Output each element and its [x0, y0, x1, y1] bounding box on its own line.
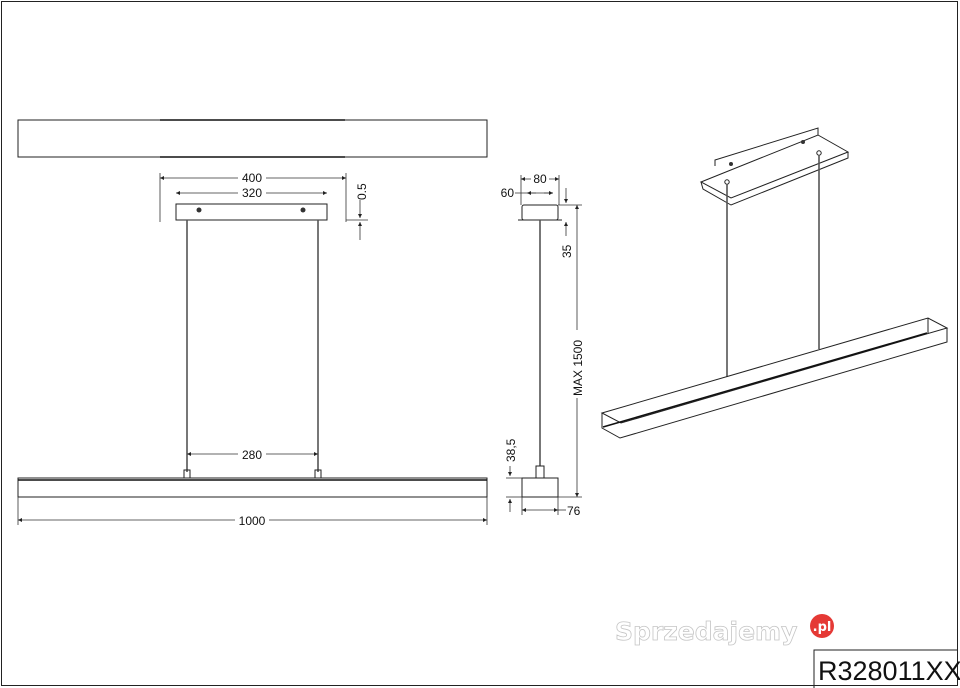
dim-canopy-length: 400 [242, 171, 262, 185]
dim-max-height: MAX 1500 [571, 340, 585, 396]
dim-cord-spacing: 280 [242, 448, 262, 462]
svg-text:Sprzedajemy: Sprzedajemy [615, 617, 797, 646]
dim-canopy-inner: 60 [501, 186, 515, 200]
side-bar [521, 477, 559, 498]
dim-canopy-width: 80 [533, 172, 547, 186]
watermark-logo: Sprzedajemy .pl [615, 614, 834, 646]
isometric-view [600, 127, 949, 439]
title-block: R328011XX [813, 649, 960, 688]
dim-bar-length: 1000 [239, 514, 266, 528]
front-view: 400 320 0.5 280 1000 [17, 171, 488, 528]
light-bar [17, 477, 488, 498]
top-view [17, 119, 488, 158]
side-view: 80 60 35 MAX 1500 38,5 76 [501, 172, 585, 518]
dim-canopy-height: 35 [560, 244, 574, 258]
model-code: R328011XX [818, 656, 960, 686]
dim-canopy-holes: 320 [242, 186, 262, 200]
svg-text:.pl: .pl [813, 620, 832, 635]
dim-canopy-gap: 0.5 [355, 183, 369, 200]
dim-bar-height: 38,5 [504, 438, 518, 462]
dim-bar-width: 76 [567, 504, 581, 518]
side-canopy [521, 204, 559, 221]
canopy [175, 203, 328, 221]
